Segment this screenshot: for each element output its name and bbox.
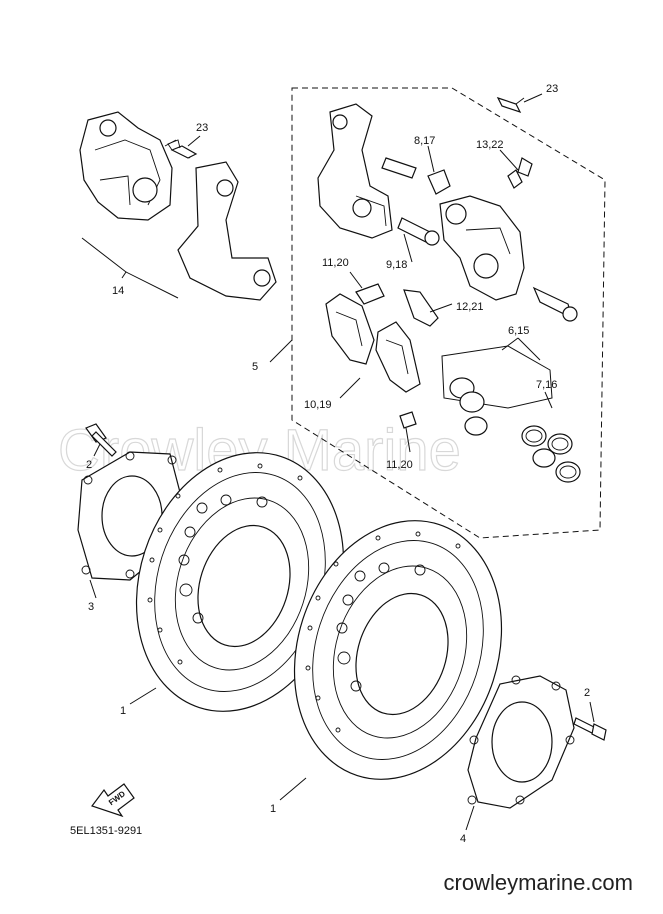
brake-disc-1-left	[135, 452, 345, 712]
label-8-17: 8,17	[414, 135, 435, 147]
seals-7	[521, 425, 581, 483]
pad-spring-11-lower	[399, 411, 417, 429]
label-9-18: 9,18	[386, 259, 407, 271]
label-10-19: 10,19	[304, 399, 332, 411]
label-5: 5	[252, 361, 258, 373]
slide-pin-8	[381, 157, 417, 179]
brake-pad-10-front	[325, 293, 375, 365]
label-11-20-top: 11,20	[322, 257, 349, 269]
piston-6b	[464, 416, 488, 436]
caliper-assembly-outline	[291, 87, 606, 539]
label-1-left: 1	[120, 705, 126, 717]
bleed-screw-13	[507, 157, 533, 189]
pad-spring-11	[355, 283, 385, 305]
caliper-bolt	[532, 286, 578, 322]
brake-disc-1-right	[293, 520, 503, 780]
bolt-2-left	[85, 423, 117, 457]
pad-support-12	[403, 289, 439, 327]
brake-pad-10-rear	[375, 321, 421, 393]
label-2-right: 2	[584, 687, 590, 699]
boot-17	[427, 169, 451, 195]
bolt-23-left	[167, 139, 198, 159]
site-url[interactable]: crowleymarine.com	[443, 870, 634, 895]
label-12-21: 12,21	[456, 301, 484, 313]
label-14: 14	[112, 285, 124, 297]
label-2-left: 2	[86, 459, 92, 471]
label-11-20-bottom: 11,20	[386, 459, 413, 471]
disc-1-left-holes	[147, 463, 303, 665]
disc-cover-4	[467, 675, 575, 809]
label-3: 3	[88, 601, 94, 613]
disc-1-right-holes	[305, 531, 461, 733]
label-6-15: 6,15	[508, 325, 529, 337]
label-4: 4	[460, 833, 466, 845]
bolt-2-right	[573, 717, 607, 741]
bolt-23-right	[496, 96, 525, 114]
slide-pin-9	[397, 217, 440, 246]
caliper-bracket	[317, 103, 393, 239]
diagram-code: 5EL1351-9291	[70, 825, 143, 837]
fwd-arrow-icon: FWD	[91, 783, 135, 818]
label-23-right: 23	[546, 83, 558, 95]
piston-6	[449, 377, 485, 413]
label-7-16: 7,16	[536, 379, 557, 391]
label-1-right: 1	[270, 803, 276, 815]
caliper-body	[439, 195, 525, 301]
label-23-left: 23	[196, 122, 208, 134]
label-13-22: 13,22	[476, 139, 504, 151]
